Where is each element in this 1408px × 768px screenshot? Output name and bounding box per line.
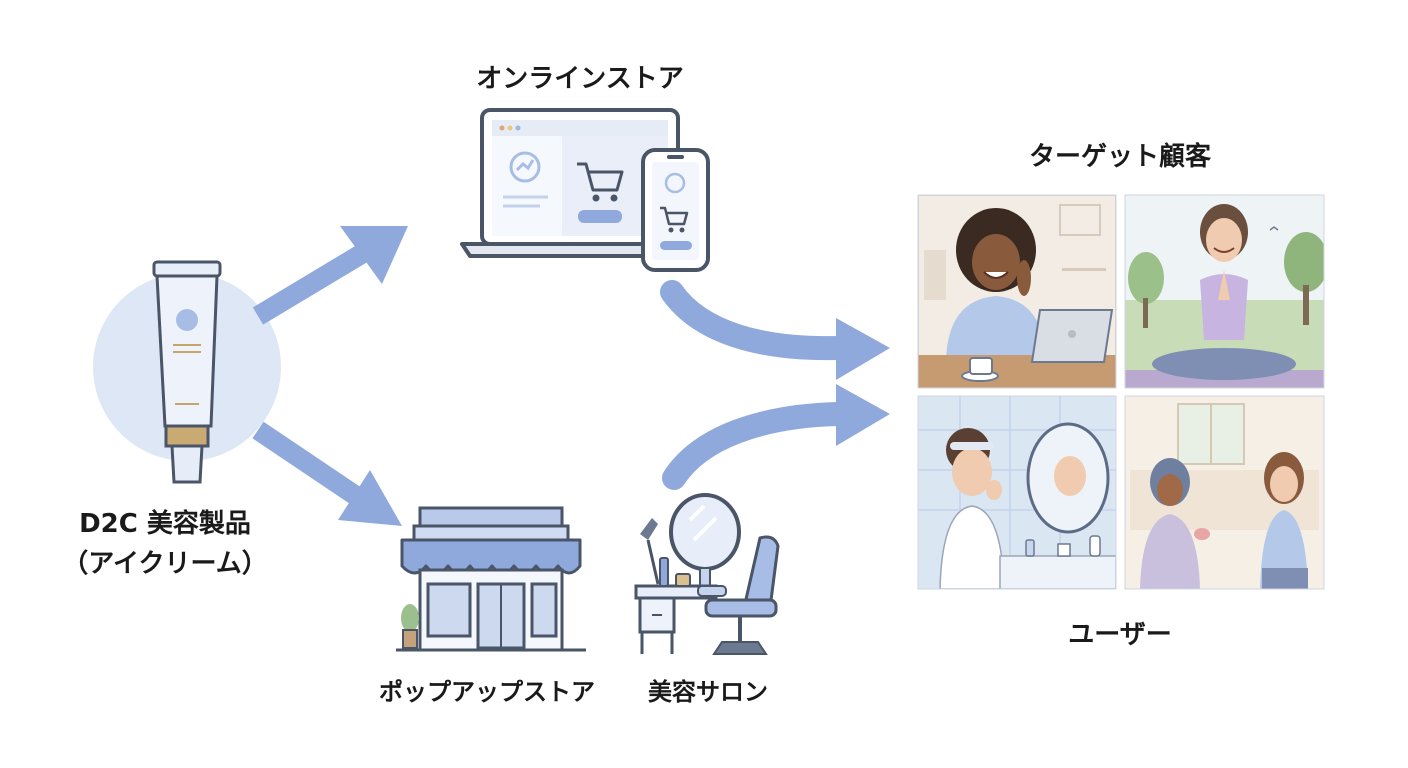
beauty-salon-label: 美容サロン: [648, 678, 768, 706]
arrow-to-online: [252, 226, 408, 325]
laptop-icon: [460, 108, 700, 258]
target-customer-title: ターゲット顧客: [1028, 142, 1211, 172]
popup-store-icon: [396, 506, 586, 652]
popup-store-label: ポップアップストア: [379, 678, 595, 706]
product-type: （アイクリーム）: [62, 549, 268, 579]
product-label: D2C 美容製品 （アイクリーム）: [60, 504, 270, 584]
online-store-label: オンラインストア: [476, 64, 684, 94]
customer-yoga-park: [1125, 195, 1324, 388]
customer-skincare-mirror: [918, 396, 1116, 589]
product-name: D2C 美容製品: [79, 509, 251, 539]
eye-cream-tube-icon: [152, 260, 222, 484]
arrow-to-popup: [252, 421, 402, 526]
customer-photo-grid: [917, 194, 1325, 590]
smartphone-icon: [641, 148, 710, 272]
product-illustration: [93, 260, 281, 484]
arrow-online-to-target: [660, 280, 890, 380]
beauty-salon-icon: [634, 493, 780, 655]
customer-conversation-home: [1125, 396, 1324, 589]
shopping-cart-icon: [577, 162, 624, 202]
users-label: ユーザー: [1068, 620, 1172, 650]
customer-laptop-cafe: [918, 195, 1116, 388]
arrow-stores-to-target: [662, 384, 890, 490]
